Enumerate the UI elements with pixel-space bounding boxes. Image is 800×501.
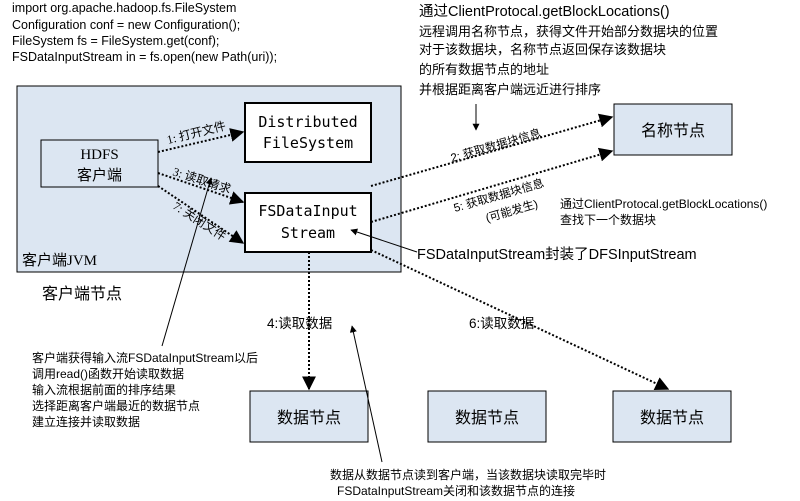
- note-line: 的所有数据节点的地址: [419, 62, 549, 77]
- box-label: Stream: [281, 224, 335, 242]
- box-label: HDFS: [80, 147, 118, 163]
- note-line: 通过ClientProtocal.getBlockLocations(): [419, 3, 670, 20]
- note-line: FSDataInputStream关闭和该数据节点的连接: [337, 483, 575, 498]
- step-6-label: 6:读取数据: [469, 316, 534, 331]
- code-line: Configuration conf = new Configuration()…: [12, 18, 240, 32]
- code-line: FileSystem fs = FileSystem.get(conf);: [12, 34, 219, 48]
- step-4-label: 4:读取数据: [267, 316, 332, 331]
- box-label: 数据节点: [455, 409, 519, 427]
- callout-arrows: [161, 104, 480, 463]
- arrow-read-request: [157, 172, 245, 205]
- box-label: 客户端: [77, 167, 122, 184]
- callout-wraps: [350, 228, 418, 253]
- code-line: import org.apache.hadoop.fs.FileSystem: [12, 1, 236, 15]
- arrow-close-file: [157, 185, 245, 244]
- arrow-open-file: [157, 128, 245, 153]
- hdfs-client-box: HDFS 客户端: [40, 139, 159, 188]
- code-snippet: import org.apache.hadoop.fs.FileSystem C…: [12, 1, 277, 64]
- code-line: FSDataInputStream in = fs.open(new Path(…: [12, 50, 277, 64]
- namenode-box: 名称节点: [613, 103, 733, 156]
- box-label: FileSystem: [263, 134, 353, 152]
- callout-bottom-note: [349, 325, 383, 463]
- note-line: 建立连接并读取数据: [32, 414, 140, 429]
- fsdatainputstream-box: FSDataInput Stream: [244, 192, 372, 253]
- datanode-box: 数据节点: [249, 390, 369, 443]
- note-line: 数据从数据节点读到客户端，当该数据块读取完毕时: [330, 467, 606, 482]
- wraps-note: FSDataInputStream封装了DFSInputStream: [417, 246, 697, 263]
- note-line: 选择距离客户端最近的数据节点: [32, 398, 200, 413]
- getblock-note-line: 查找下一个数据块: [560, 212, 656, 227]
- note-line: 客户端获得输入流FSDataInputStream以后: [32, 350, 258, 365]
- note-line: 调用read()函数开始读取数据: [32, 366, 184, 381]
- step-2-label: 2: 获取数据块信息: [449, 126, 543, 165]
- datanode-box: 数据节点: [612, 390, 732, 443]
- callout-client-note: [161, 177, 213, 347]
- note-line: 远程调用名称节点，获得文件开始部分数据块的位置: [419, 24, 718, 39]
- distributed-filesystem-box: Distributed FileSystem: [244, 102, 372, 163]
- box-label: Distributed: [258, 113, 357, 131]
- bottom-note: 数据从数据节点读到客户端，当该数据块读取完毕时 FSDataInputStrea…: [330, 467, 606, 498]
- note-line: 对于该数据块，名称节点返回保存该数据块: [419, 42, 666, 57]
- box-label: 名称节点: [641, 122, 705, 140]
- box-label: 数据节点: [640, 409, 704, 427]
- box-label: FSDataInput: [258, 202, 357, 220]
- box-label: 数据节点: [277, 409, 341, 427]
- getblock-note-line: 通过ClientProtocal.getBlockLocations(): [560, 197, 767, 211]
- namenode-note: 通过ClientProtocal.getBlockLocations() 远程调…: [419, 3, 718, 97]
- note-line: 并根据距离客户端远近进行排序: [419, 82, 601, 97]
- flow-arrows: [157, 113, 670, 391]
- arrow-get-block-info-2: [370, 147, 614, 223]
- client-node-label: 客户端节点: [42, 285, 122, 303]
- arrow-get-block-info: [370, 113, 614, 187]
- client-jvm-label: 客户端JVM: [22, 252, 97, 269]
- note-line: 输入流根据前面的排序结果: [32, 382, 176, 397]
- arrow-read-data-6: [370, 249, 670, 390]
- client-read-note: 客户端获得输入流FSDataInputStream以后 调用read()函数开始…: [32, 350, 258, 429]
- datanode-box: 数据节点: [427, 390, 547, 443]
